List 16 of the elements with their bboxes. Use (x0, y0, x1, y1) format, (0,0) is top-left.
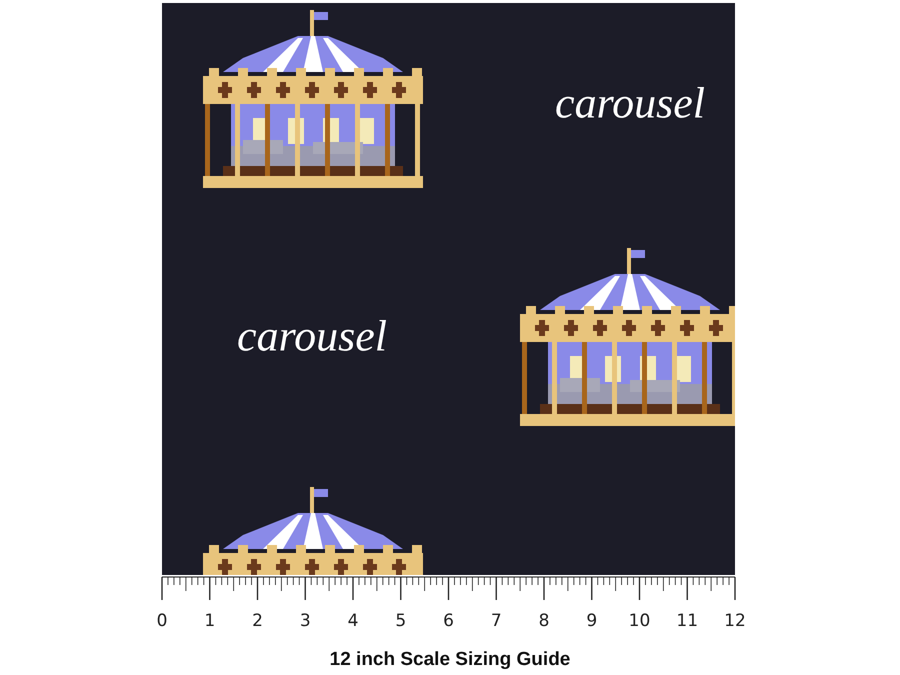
ruler-number: 9 (586, 611, 598, 631)
ruler-number: 12 (724, 611, 746, 631)
ruler-number: 8 (538, 611, 550, 631)
ruler-number: 10 (628, 611, 650, 631)
ruler-number: 3 (300, 611, 311, 631)
ruler-number: 6 (443, 611, 454, 631)
pattern-text: carousel (555, 78, 705, 128)
ruler-number: 2 (252, 611, 263, 631)
pattern-text: carousel (237, 310, 387, 362)
caption: 12 inch Scale Sizing Guide (330, 649, 570, 671)
ruler-number: 4 (348, 611, 358, 631)
ruler-number: 11 (676, 611, 698, 631)
ruler-number: 5 (395, 611, 406, 631)
ruler-number: 7 (490, 611, 502, 631)
ruler-number: 0 (156, 611, 168, 631)
ruler-number: 1 (204, 611, 216, 631)
